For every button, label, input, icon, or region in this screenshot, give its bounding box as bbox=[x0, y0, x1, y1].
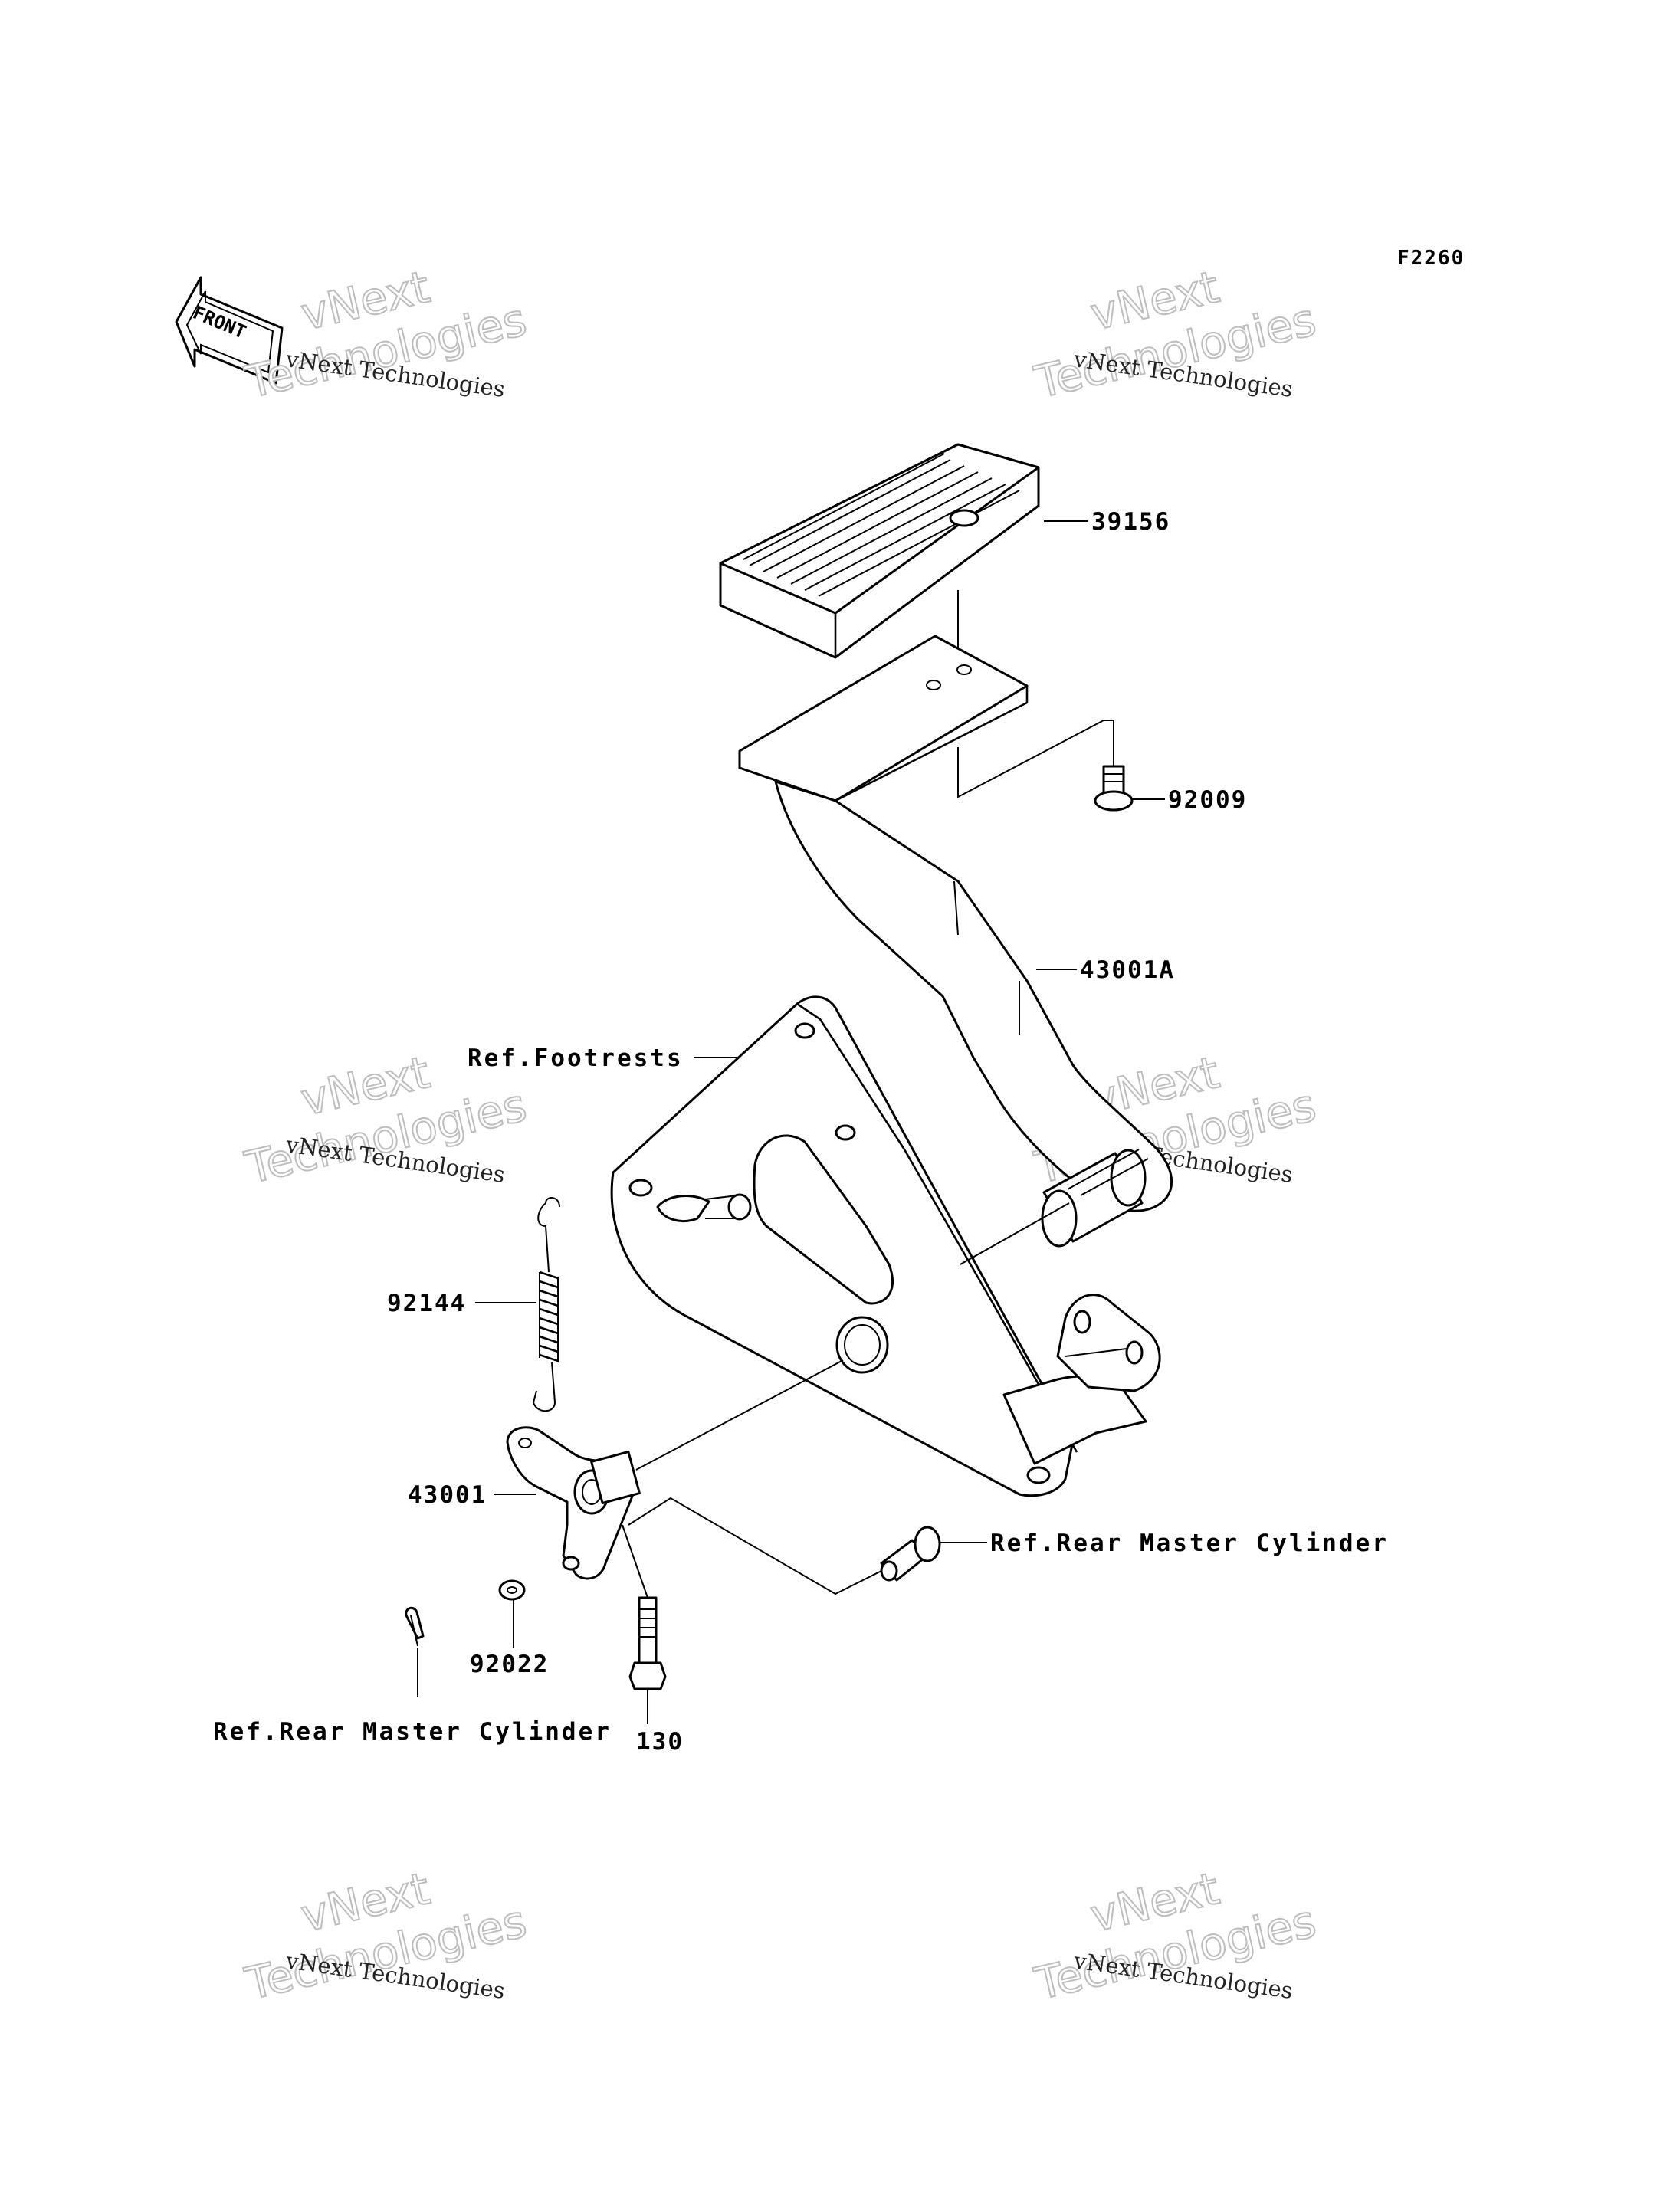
part-label-92009: 92009 bbox=[1168, 786, 1247, 814]
leader-bolt-to-plate bbox=[957, 720, 1114, 798]
brake-pedal-arm bbox=[738, 635, 1173, 1248]
part-label-43001A: 43001A bbox=[1080, 956, 1175, 984]
part-label-92022: 92022 bbox=[470, 1651, 549, 1678]
part-label-43001: 43001 bbox=[408, 1481, 487, 1509]
figure-code: F2260 bbox=[1397, 247, 1465, 270]
washer-92022 bbox=[498, 1579, 526, 1601]
clevis-pin bbox=[880, 1526, 941, 1582]
bolt-92009 bbox=[1094, 765, 1134, 812]
return-spring-92144 bbox=[532, 1197, 560, 1412]
pedal-pad-rubber bbox=[719, 443, 1040, 659]
part-label-39156: 39156 bbox=[1091, 508, 1170, 536]
assembly-line-bolt bbox=[622, 1524, 648, 1599]
assembly-line-bushing bbox=[635, 1359, 844, 1471]
part-label-130: 130 bbox=[636, 1728, 684, 1756]
assembly-line-shaft bbox=[960, 1202, 1070, 1265]
ref-label-footrests: Ref.Footrests bbox=[468, 1044, 684, 1072]
cotter-pin bbox=[405, 1606, 425, 1647]
bolt-130 bbox=[628, 1596, 667, 1690]
part-label-92144: 92144 bbox=[387, 1290, 466, 1317]
footrest-bracket bbox=[610, 995, 1161, 1497]
assembly-line-pin bbox=[628, 1497, 882, 1595]
brake-lever-43001 bbox=[506, 1426, 641, 1580]
ref-label-rear-master-cylinder-right: Ref.Rear Master Cylinder bbox=[990, 1530, 1389, 1557]
ref-label-rear-master-cylinder-left: Ref.Rear Master Cylinder bbox=[213, 1718, 612, 1746]
